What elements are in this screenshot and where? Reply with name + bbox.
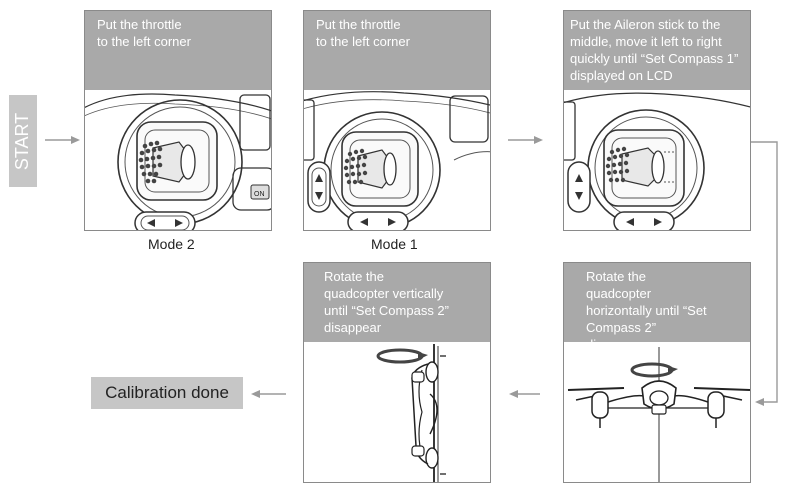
panel-caption: Put the throttle to the left corner [85,11,271,90]
connector-aileron-to-horizontal [751,141,778,406]
arrow-start-to-mode2 [45,136,80,144]
start-tag: START [9,95,37,187]
arrow-vertical-to-done [251,390,286,398]
mode-2-label: Mode 2 [148,236,195,252]
on-switch-label: ON [254,191,265,198]
panel-caption: Rotate the quadcopter horizontally until… [564,263,750,352]
mode-1-label: Mode 1 [371,236,418,252]
panel-vertical-rotation: Rotate the quadcopter vertically until “… [303,262,491,483]
calibration-done-tag: Calibration done [91,377,243,409]
panel-aileron-step: Put the Aileron stick to the middle, mov… [563,10,751,231]
panel-mode-2: Put the throttle to the left corner ON [84,10,272,231]
panel-caption: Put the throttle to the left corner [304,11,490,90]
arrow-horizontal-to-vertical [509,390,540,398]
transmitter-mode-1-illustration [304,91,490,230]
transmitter-mode-2-illustration: ON [85,93,271,230]
arrow-mode1-to-aileron [508,136,543,144]
transmitter-aileron-illustration [564,92,750,230]
panel-caption: Rotate the quadcopter vertically until “… [304,263,490,342]
panel-horizontal-rotation: Rotate the quadcopter horizontally until… [563,262,751,483]
panel-mode-1: Put the throttle to the left corner [303,10,491,231]
quadcopter-vertical-illustration [376,344,446,482]
quadcopter-horizontal-illustration [567,347,750,482]
panel-caption: Put the Aileron stick to the middle, mov… [564,11,750,90]
